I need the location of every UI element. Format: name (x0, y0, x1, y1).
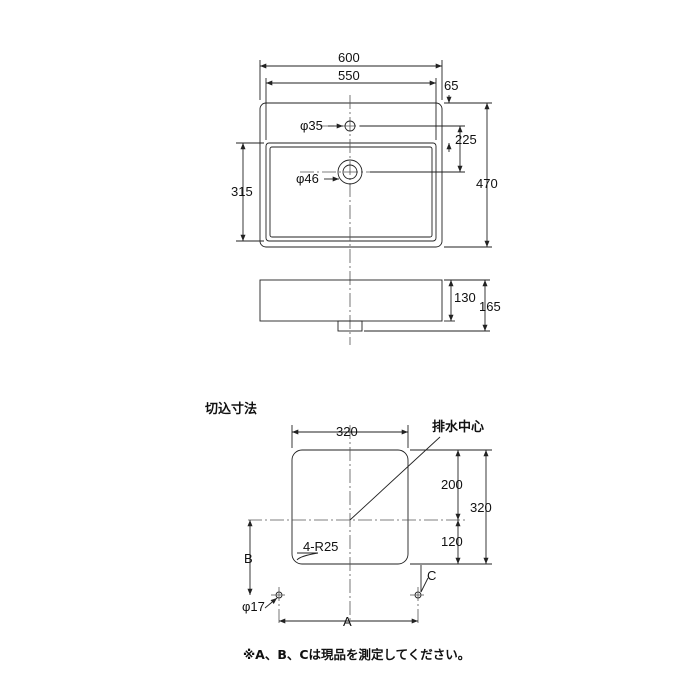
bowl-inner-outline (265, 142, 437, 242)
dim-side-margin: 65 (444, 78, 458, 93)
label-b: B (244, 551, 253, 566)
overflow-hole-label: φ35 (300, 118, 323, 133)
top-view: φ35 φ46 600 550 65 225 470 315 (231, 50, 498, 345)
drain-center-label: 排水中心 (432, 419, 484, 435)
cutout-dim-width: 320 (336, 424, 358, 439)
dim-depth-total: 470 (476, 176, 498, 191)
basin-outline (259, 102, 443, 248)
dim-bowl-depth: 315 (231, 184, 253, 199)
cutout-dim-lower: 120 (441, 534, 463, 549)
basin-side-outline (259, 279, 443, 322)
dim-width-inner: 550 (338, 68, 360, 83)
bowl-inner-rim (269, 146, 433, 238)
drain-hole-outer (337, 159, 363, 185)
mount-hole-label: φ17 (242, 599, 265, 614)
dim-drain-offset: 225 (455, 132, 477, 147)
label-a: A (343, 614, 352, 629)
label-c: C (427, 568, 436, 583)
overflow-hole (344, 120, 356, 132)
side-view: 130 165 (259, 279, 501, 332)
cutout-dim-upper: 200 (441, 477, 463, 492)
dim-total-height: 165 (479, 299, 501, 314)
drain-hole-inner (342, 164, 358, 180)
cutout-view: 切込寸法 320 排水中心 200 120 320 4-R25 B (205, 401, 492, 662)
corner-radius-label: 4-R25 (303, 539, 338, 554)
footnote: ※A、B、Cは現品を測定してください。 (243, 647, 470, 662)
drain-outlet-side (337, 320, 363, 332)
dim-width-outer: 600 (338, 50, 360, 65)
dim-inner-height: 130 (454, 290, 476, 305)
drain-hole-label: φ46 (296, 171, 319, 186)
cutout-dim-depth: 320 (470, 500, 492, 515)
cutout-title: 切込寸法 (205, 401, 257, 417)
